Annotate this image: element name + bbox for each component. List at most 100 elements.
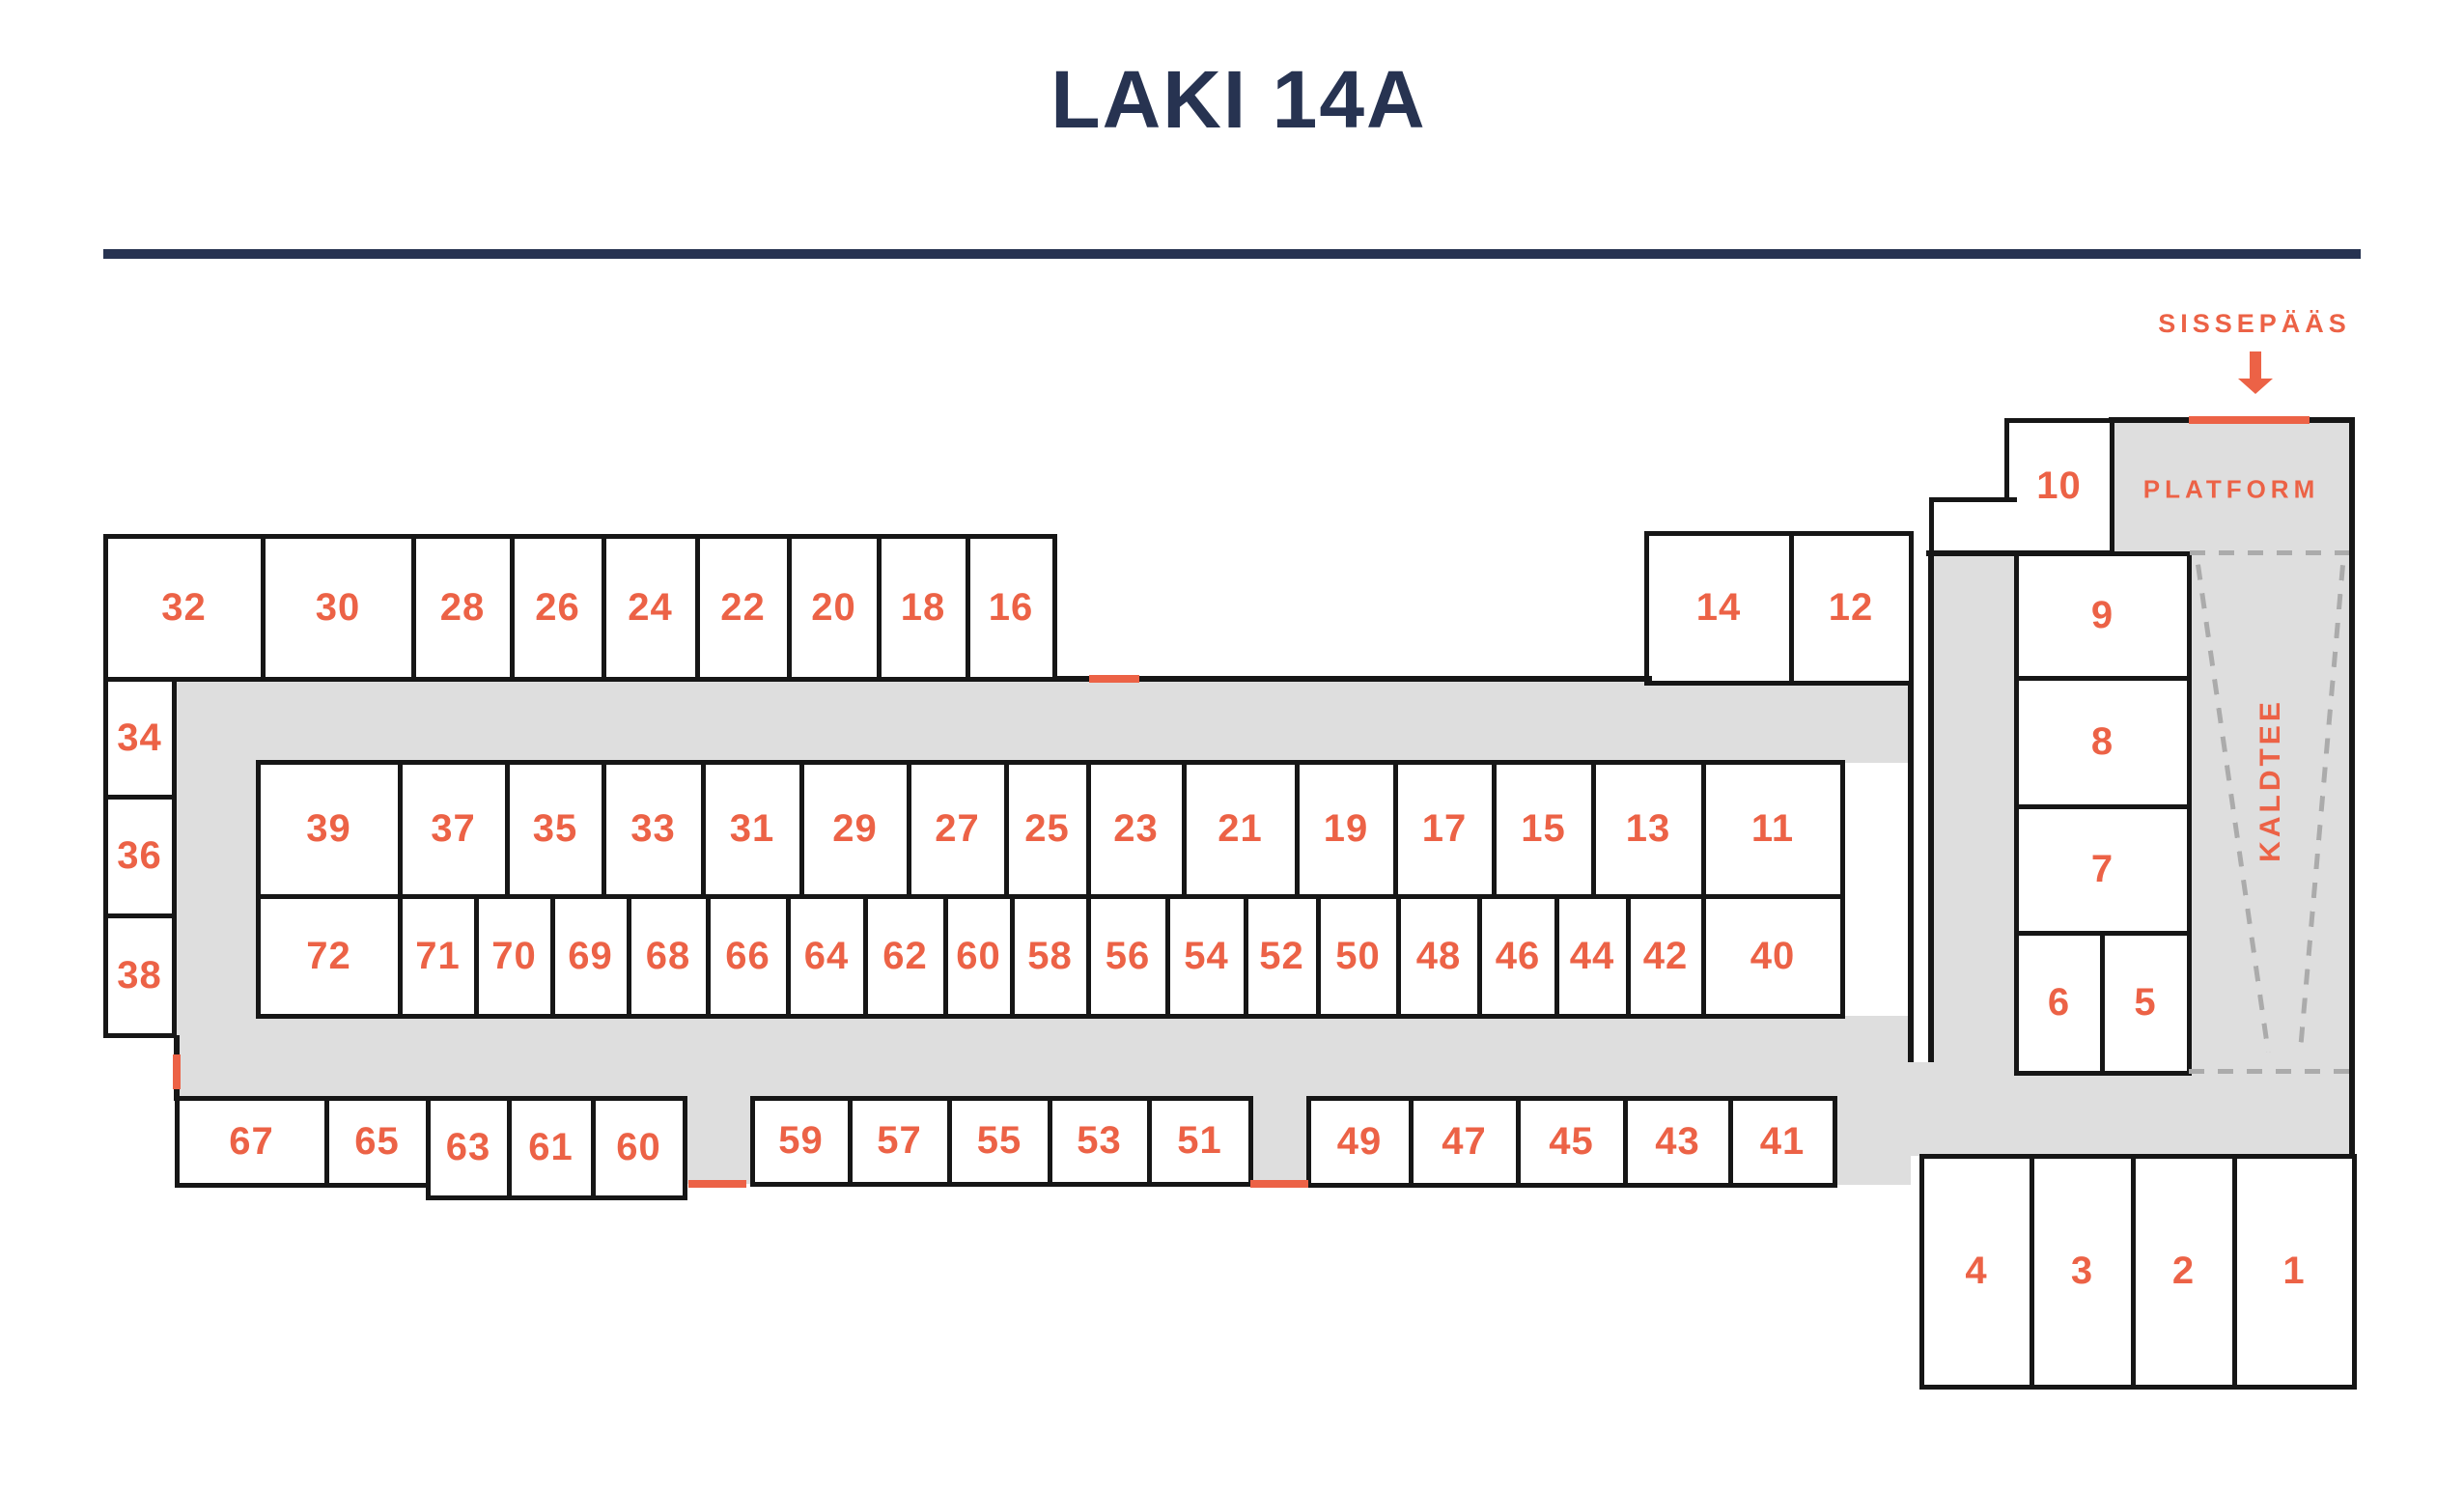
unit-22: 22 — [694, 533, 792, 682]
unit-label: 19 — [1323, 807, 1369, 850]
unit-label: 7 — [2090, 848, 2114, 890]
unit-24: 24 — [601, 533, 700, 682]
unit-39: 39 — [255, 759, 403, 899]
unit-label: 22 — [720, 585, 766, 629]
corridor-area — [1936, 1073, 2351, 1156]
unit-label: 11 — [1750, 807, 1795, 850]
unit-label: 42 — [1642, 934, 1689, 977]
door-opening — [1250, 1180, 1308, 1188]
unit-42: 42 — [1625, 893, 1706, 1019]
unit-27: 27 — [906, 759, 1009, 899]
unit-7: 7 — [2013, 803, 2192, 936]
unit-label: 25 — [1024, 807, 1070, 850]
unit-25: 25 — [1003, 759, 1091, 899]
unit-43: 43 — [1622, 1095, 1733, 1188]
door-opening — [688, 1180, 746, 1188]
unit-32: 32 — [102, 533, 266, 682]
unit-label: 28 — [439, 585, 486, 629]
unit-label: 67 — [229, 1119, 274, 1163]
unit-72: 72 — [255, 893, 403, 1019]
unit-label: 66 — [725, 934, 770, 977]
unit-10-annex — [1928, 496, 2017, 555]
unit-6: 6 — [2013, 930, 2105, 1076]
unit-label: 55 — [976, 1119, 1022, 1162]
unit-label: 26 — [535, 585, 580, 629]
unit-13: 13 — [1590, 759, 1706, 899]
unit-label: 59 — [778, 1119, 824, 1162]
corridor-area — [1931, 553, 2016, 1156]
unit-label: 20 — [811, 585, 856, 629]
unit-label: 32 — [161, 585, 207, 629]
unit-label: 39 — [306, 807, 351, 850]
unit-label: 46 — [1495, 934, 1541, 977]
title-divider-line — [103, 249, 2361, 259]
unit-35: 35 — [504, 759, 606, 899]
unit-67: 67 — [174, 1095, 329, 1188]
unit-14: 14 — [1643, 530, 1794, 686]
unit-label: 33 — [630, 807, 676, 850]
ramp-label: KALDTEE — [2254, 698, 2286, 862]
corridor-area — [2189, 553, 2351, 1073]
unit-label: 37 — [431, 807, 476, 850]
unit-label: 4 — [1965, 1250, 1988, 1292]
unit-label: 48 — [1415, 934, 1462, 977]
unit-70: 70 — [473, 893, 555, 1019]
unit-4: 4 — [1918, 1153, 2034, 1390]
unit-28: 28 — [410, 533, 515, 682]
unit-label: 64 — [803, 934, 850, 977]
unit-label: 47 — [1442, 1119, 1487, 1163]
unit-8: 8 — [2013, 675, 2192, 809]
unit-58: 58 — [1009, 893, 1091, 1019]
unit-59: 59 — [749, 1095, 853, 1187]
corridor-area — [258, 1016, 1911, 1098]
unit-15: 15 — [1491, 759, 1596, 899]
unit-62: 62 — [862, 893, 948, 1019]
unit-label: 27 — [935, 807, 980, 850]
unit-38: 38 — [102, 913, 177, 1038]
unit-57: 57 — [847, 1095, 952, 1187]
unit-label: 50 — [1335, 934, 1381, 977]
unit-1: 1 — [2231, 1153, 2357, 1390]
unit-label: 17 — [1421, 807, 1468, 850]
unit-3: 3 — [2029, 1153, 2136, 1390]
unit-label: 71 — [415, 934, 461, 977]
unit-46: 46 — [1476, 893, 1559, 1019]
unit-label: 8 — [2090, 720, 2114, 763]
unit-label: 52 — [1259, 934, 1304, 977]
unit-47: 47 — [1408, 1095, 1521, 1188]
unit-69: 69 — [549, 893, 631, 1019]
unit-label: 58 — [1027, 934, 1073, 977]
door-opening — [2189, 416, 2310, 424]
unit-label: 2 — [2171, 1250, 2196, 1292]
unit-48: 48 — [1395, 893, 1482, 1019]
corridor-area — [2112, 420, 2351, 553]
entrance-arrow-icon — [2250, 351, 2261, 379]
unit-label: 45 — [1549, 1119, 1594, 1163]
unit-5: 5 — [2099, 930, 2192, 1076]
unit-label: 21 — [1218, 807, 1263, 850]
unit-label: 43 — [1655, 1119, 1700, 1163]
unit-66: 66 — [705, 893, 791, 1019]
unit-20: 20 — [786, 533, 882, 682]
wall-segment — [1928, 553, 1934, 1062]
entrance-label: SISSEPÄÄS — [2158, 309, 2351, 338]
unit-11: 11 — [1700, 759, 1845, 899]
unit-61: 61 — [506, 1095, 596, 1200]
door-opening — [173, 1054, 181, 1089]
unit-44: 44 — [1554, 893, 1631, 1019]
wall-segment — [1908, 683, 1914, 1062]
unit-label: 14 — [1695, 586, 1742, 629]
wall-segment — [2349, 417, 2355, 1159]
unit-label: 57 — [877, 1119, 922, 1162]
unit-label: 29 — [832, 807, 878, 850]
unit-label: 34 — [117, 716, 162, 759]
ramp-dashed-line — [2190, 550, 2349, 555]
unit-label: 44 — [1569, 934, 1615, 977]
unit-68: 68 — [626, 893, 711, 1019]
unit-34: 34 — [102, 676, 177, 800]
wall-segment — [1926, 550, 2019, 556]
unit-18: 18 — [876, 533, 970, 682]
unit-label: 70 — [491, 934, 537, 977]
unit-31: 31 — [700, 759, 804, 899]
